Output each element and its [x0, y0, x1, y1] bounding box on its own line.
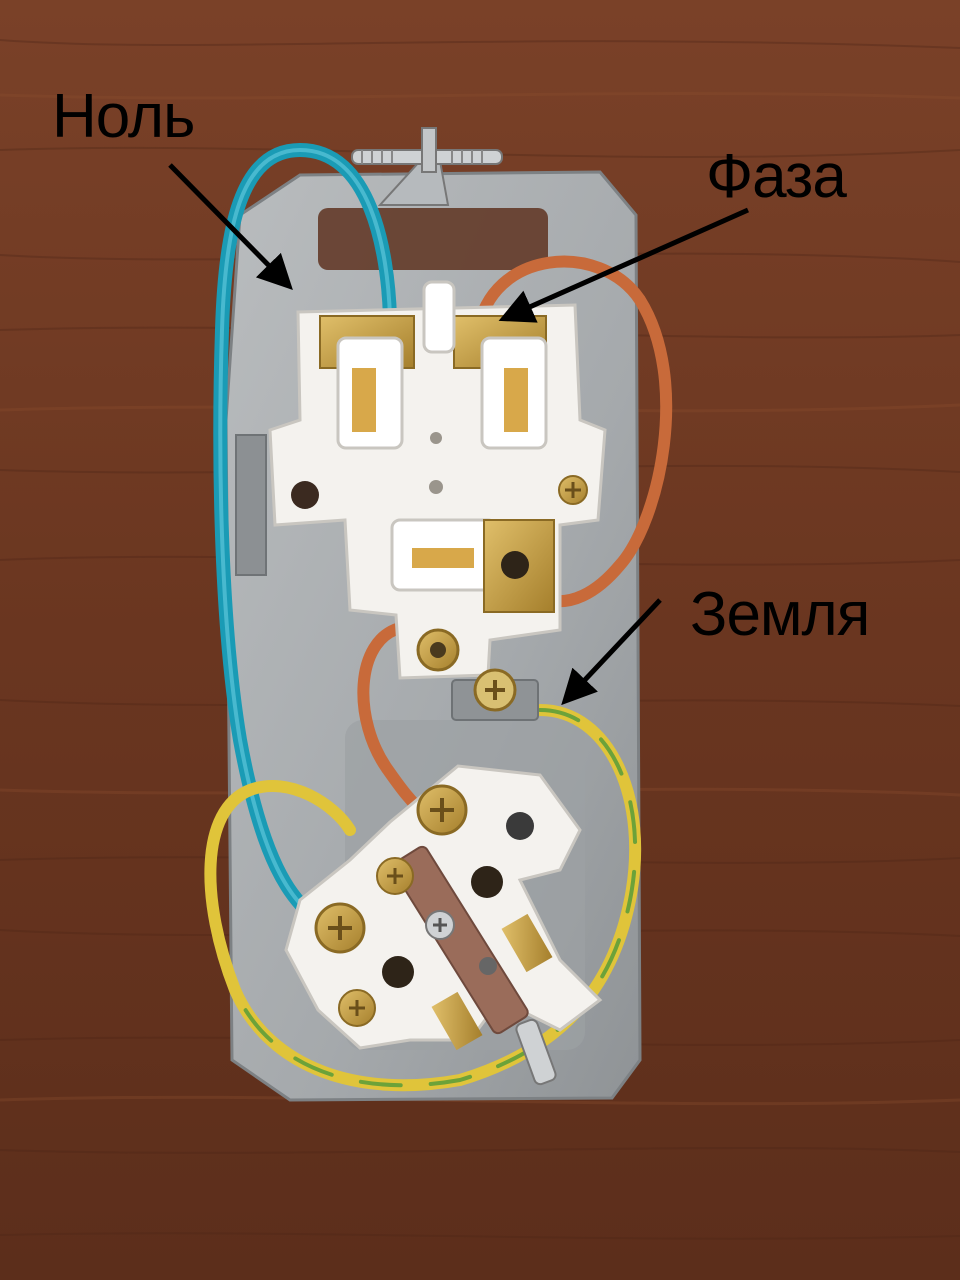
ground-label: Земля: [690, 580, 870, 649]
phase-arrow: [498, 207, 750, 323]
switch-mount-hole-left: [291, 481, 319, 509]
switch-block: [268, 280, 607, 680]
plate-tab-left: [235, 434, 267, 576]
neutral-label: Ноль: [52, 82, 195, 151]
socket-earth-strip: [391, 845, 529, 1035]
ground-clamp: [451, 668, 539, 721]
neutral-arrow: [168, 163, 293, 290]
phase-wire-upper: [472, 255, 673, 608]
mounting-screw: [351, 127, 503, 206]
ground-arrow: [561, 598, 662, 706]
phase-wire-lower: [357, 622, 428, 818]
plate-slot-top: [318, 208, 548, 270]
phase-label: Фаза: [706, 142, 847, 211]
socket-block: [284, 764, 603, 1086]
